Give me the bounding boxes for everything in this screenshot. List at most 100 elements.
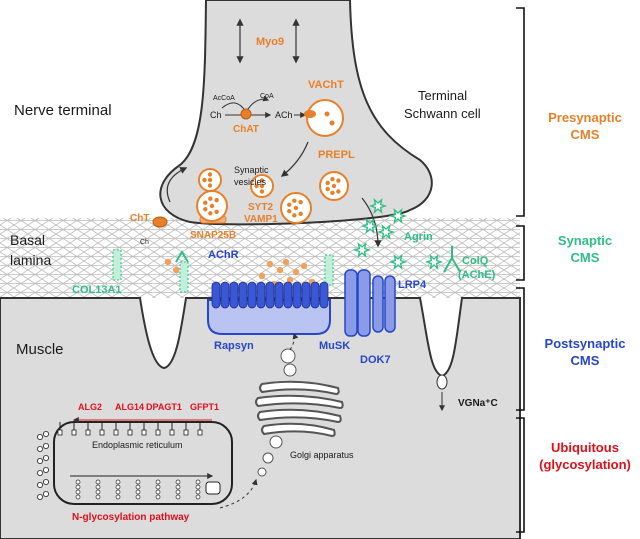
achr-subunit (274, 281, 284, 309)
er-glycan-unit (175, 479, 181, 485)
achr-subunit (238, 281, 248, 309)
label-golgi: Golgi apparatus (290, 450, 354, 460)
er-glycan-unit (175, 494, 181, 500)
achr-subunit (292, 281, 302, 309)
col13a1-helix (112, 249, 122, 281)
bracket-postsynaptic (516, 287, 525, 411)
vesicle-ach-dot (325, 186, 330, 192)
er-glycan-unit (95, 484, 101, 490)
musk-receptor (344, 269, 358, 337)
label-synaptic-vesicles-line1: Synaptic (234, 165, 269, 175)
vesicle-ach-dot (287, 209, 292, 214)
er-glycan-unit (115, 489, 121, 495)
vesicle-ach-dot (331, 183, 337, 189)
vesicle-ach-dot (336, 178, 341, 183)
vesicle-ach-dot (203, 200, 208, 205)
label-alg14: ALG14 (115, 402, 144, 412)
colq-structure (443, 246, 461, 273)
region-nerve-terminal: Nerve terminal (14, 102, 112, 119)
label-er: Endoplasmic reticulum (92, 440, 183, 450)
er-glycan-unit (135, 494, 141, 500)
er-glycan-unit (43, 490, 50, 497)
vesicle-ach-dot (287, 202, 292, 207)
agrin-molecule (360, 218, 380, 234)
cleft-ach-dot (164, 258, 172, 266)
transport-vesicle (280, 348, 296, 364)
er-glycan-unit (115, 484, 121, 490)
vesicle-ach-dot (214, 197, 219, 203)
achr-subunit (229, 281, 239, 309)
vesicle-ach-dot (254, 183, 259, 189)
label-dpagt1: DPAGT1 (146, 402, 182, 412)
er-glycan-unit (113, 429, 119, 436)
musk-receptor (372, 275, 384, 333)
vesicle-ach-dot (330, 176, 335, 182)
er-glycan-unit (115, 479, 121, 485)
label-coa: CoA (260, 93, 274, 100)
label-ch-small: Ch (140, 239, 149, 246)
er-glycan-unit (135, 489, 141, 495)
er-glycan-unit (85, 429, 91, 436)
er-glycan-unit (169, 429, 175, 436)
vesicle-ach-dot (259, 183, 265, 189)
cleft-ach-dot (292, 268, 300, 276)
label-synaptic-vesicles-line2: vesicles (234, 177, 267, 187)
cleft-ach-dot (286, 276, 294, 284)
agrin-molecule (352, 242, 372, 258)
er-glycan-unit (155, 494, 161, 500)
label-snap25b: SNAP25B (190, 230, 236, 241)
er-glycan-unit (75, 489, 81, 495)
vesicle-ach-dot (207, 183, 213, 188)
agrin-molecule (376, 224, 396, 240)
label-musk: MuSK (319, 340, 350, 352)
er-glycan-unit (95, 494, 101, 500)
vesicle-ach-dot (209, 203, 215, 209)
group-presynaptic-line1: Presynaptic (548, 110, 622, 125)
region-basal-line1: Basal (10, 232, 45, 248)
vesicle-ach-dot (336, 189, 341, 194)
label-n-glyco-pathway: N-glycosylation pathway (72, 512, 190, 523)
vesicle-ach-dot (207, 177, 213, 183)
vacht-ach-dot (329, 120, 335, 126)
er-glycan-unit (195, 494, 201, 500)
er-glycan-unit (135, 479, 141, 485)
label-vacht: VAChT (308, 79, 344, 91)
col13a1-helix (179, 261, 189, 293)
label-chat: ChAT (233, 124, 259, 135)
label-ch: Ch (210, 110, 222, 120)
bracket-ubiquitous (516, 417, 525, 533)
vacht-transporter (304, 110, 316, 118)
label-syt2: SYT2 (248, 202, 273, 213)
label-dok7: DOK7 (360, 354, 391, 366)
label-vamp1: VAMP1 (244, 214, 278, 225)
group-ubiquitous-line1: Ubiquitous (551, 440, 619, 455)
vesicle-recycle-arrow (166, 167, 188, 203)
vesicle-ach-dot (214, 209, 219, 215)
label-lrp4: LRP4 (398, 279, 427, 291)
er-glycan-unit (43, 430, 50, 437)
er-glycan-unit (37, 445, 44, 452)
agrin-molecule (424, 254, 444, 270)
vacht-vesicle (306, 99, 344, 137)
er-glycan-unit (71, 429, 77, 436)
cleft-ach-dot (266, 260, 274, 268)
label-agrin: Agrin (404, 231, 433, 243)
transport-vesicle (257, 467, 267, 477)
cleft-ach-dot (276, 266, 284, 274)
vesicle-ach-dot (259, 178, 265, 183)
achr-subunit (220, 281, 230, 309)
er-glycan-unit (37, 481, 44, 488)
achr-subunit (211, 281, 221, 309)
er-glycan-unit (43, 478, 50, 485)
er-glycan-unit (195, 479, 201, 485)
vacht-ach-dot (324, 111, 330, 117)
achr-subunit (256, 281, 266, 309)
label-prepl: PREPL (318, 149, 355, 161)
chat-enzyme (240, 108, 252, 120)
bracket-synaptic (516, 225, 525, 281)
er-glycan-unit (57, 429, 63, 436)
agrin-molecule (388, 208, 408, 224)
er-glycan-unit (75, 484, 81, 490)
